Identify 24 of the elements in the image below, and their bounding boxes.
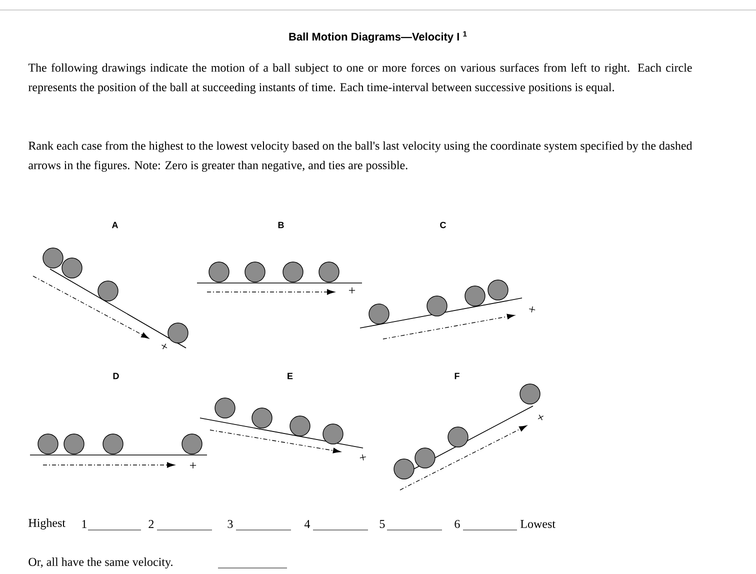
paragraph: Rank each case from the highest to the lowest velocity based on the ball's last velocity using the coordinate system specified by the dashed arrows in the figures. Note: Zero is greater than negative, and ties are possible. bbox=[28, 141, 692, 172]
answer-label: Highest bbox=[28, 518, 66, 530]
plus-sign: + bbox=[190, 462, 196, 468]
panel-letter: E bbox=[288, 372, 293, 380]
answer-label: Lowest bbox=[520, 520, 556, 528]
answer-label: 3 bbox=[228, 520, 233, 528]
plus-sign: + bbox=[538, 414, 544, 420]
panel-letter: C bbox=[440, 222, 446, 228]
panel-letter: A bbox=[112, 222, 118, 228]
panel-letter: B bbox=[278, 222, 284, 228]
plus-sign: + bbox=[162, 344, 168, 350]
plus-sign: + bbox=[529, 306, 536, 312]
answer-label: Or, all have the same velocity. bbox=[28, 558, 172, 568]
answer-label: 5 bbox=[380, 520, 385, 528]
title: Ball Motion Diagrams—Velocity I $^{1}$ bbox=[289, 31, 467, 43]
answer-label: 1 bbox=[82, 520, 86, 528]
plus-sign: + bbox=[348, 287, 356, 294]
answer-label: 4 bbox=[304, 520, 310, 528]
answer-label: 2 bbox=[148, 520, 154, 528]
answer-label: 6 bbox=[454, 520, 460, 528]
paragraph: The following drawings indicate the motion of a ball subject to one or more forces on various surfaces from left to right. Each circle represents the position of the ball at succeeding instants of time. Each time-interval between successive positions is equal. bbox=[28, 63, 692, 94]
plus-sign: + bbox=[360, 454, 366, 460]
panel-letter: F bbox=[454, 372, 460, 380]
panel-letter: D bbox=[113, 372, 119, 380]
